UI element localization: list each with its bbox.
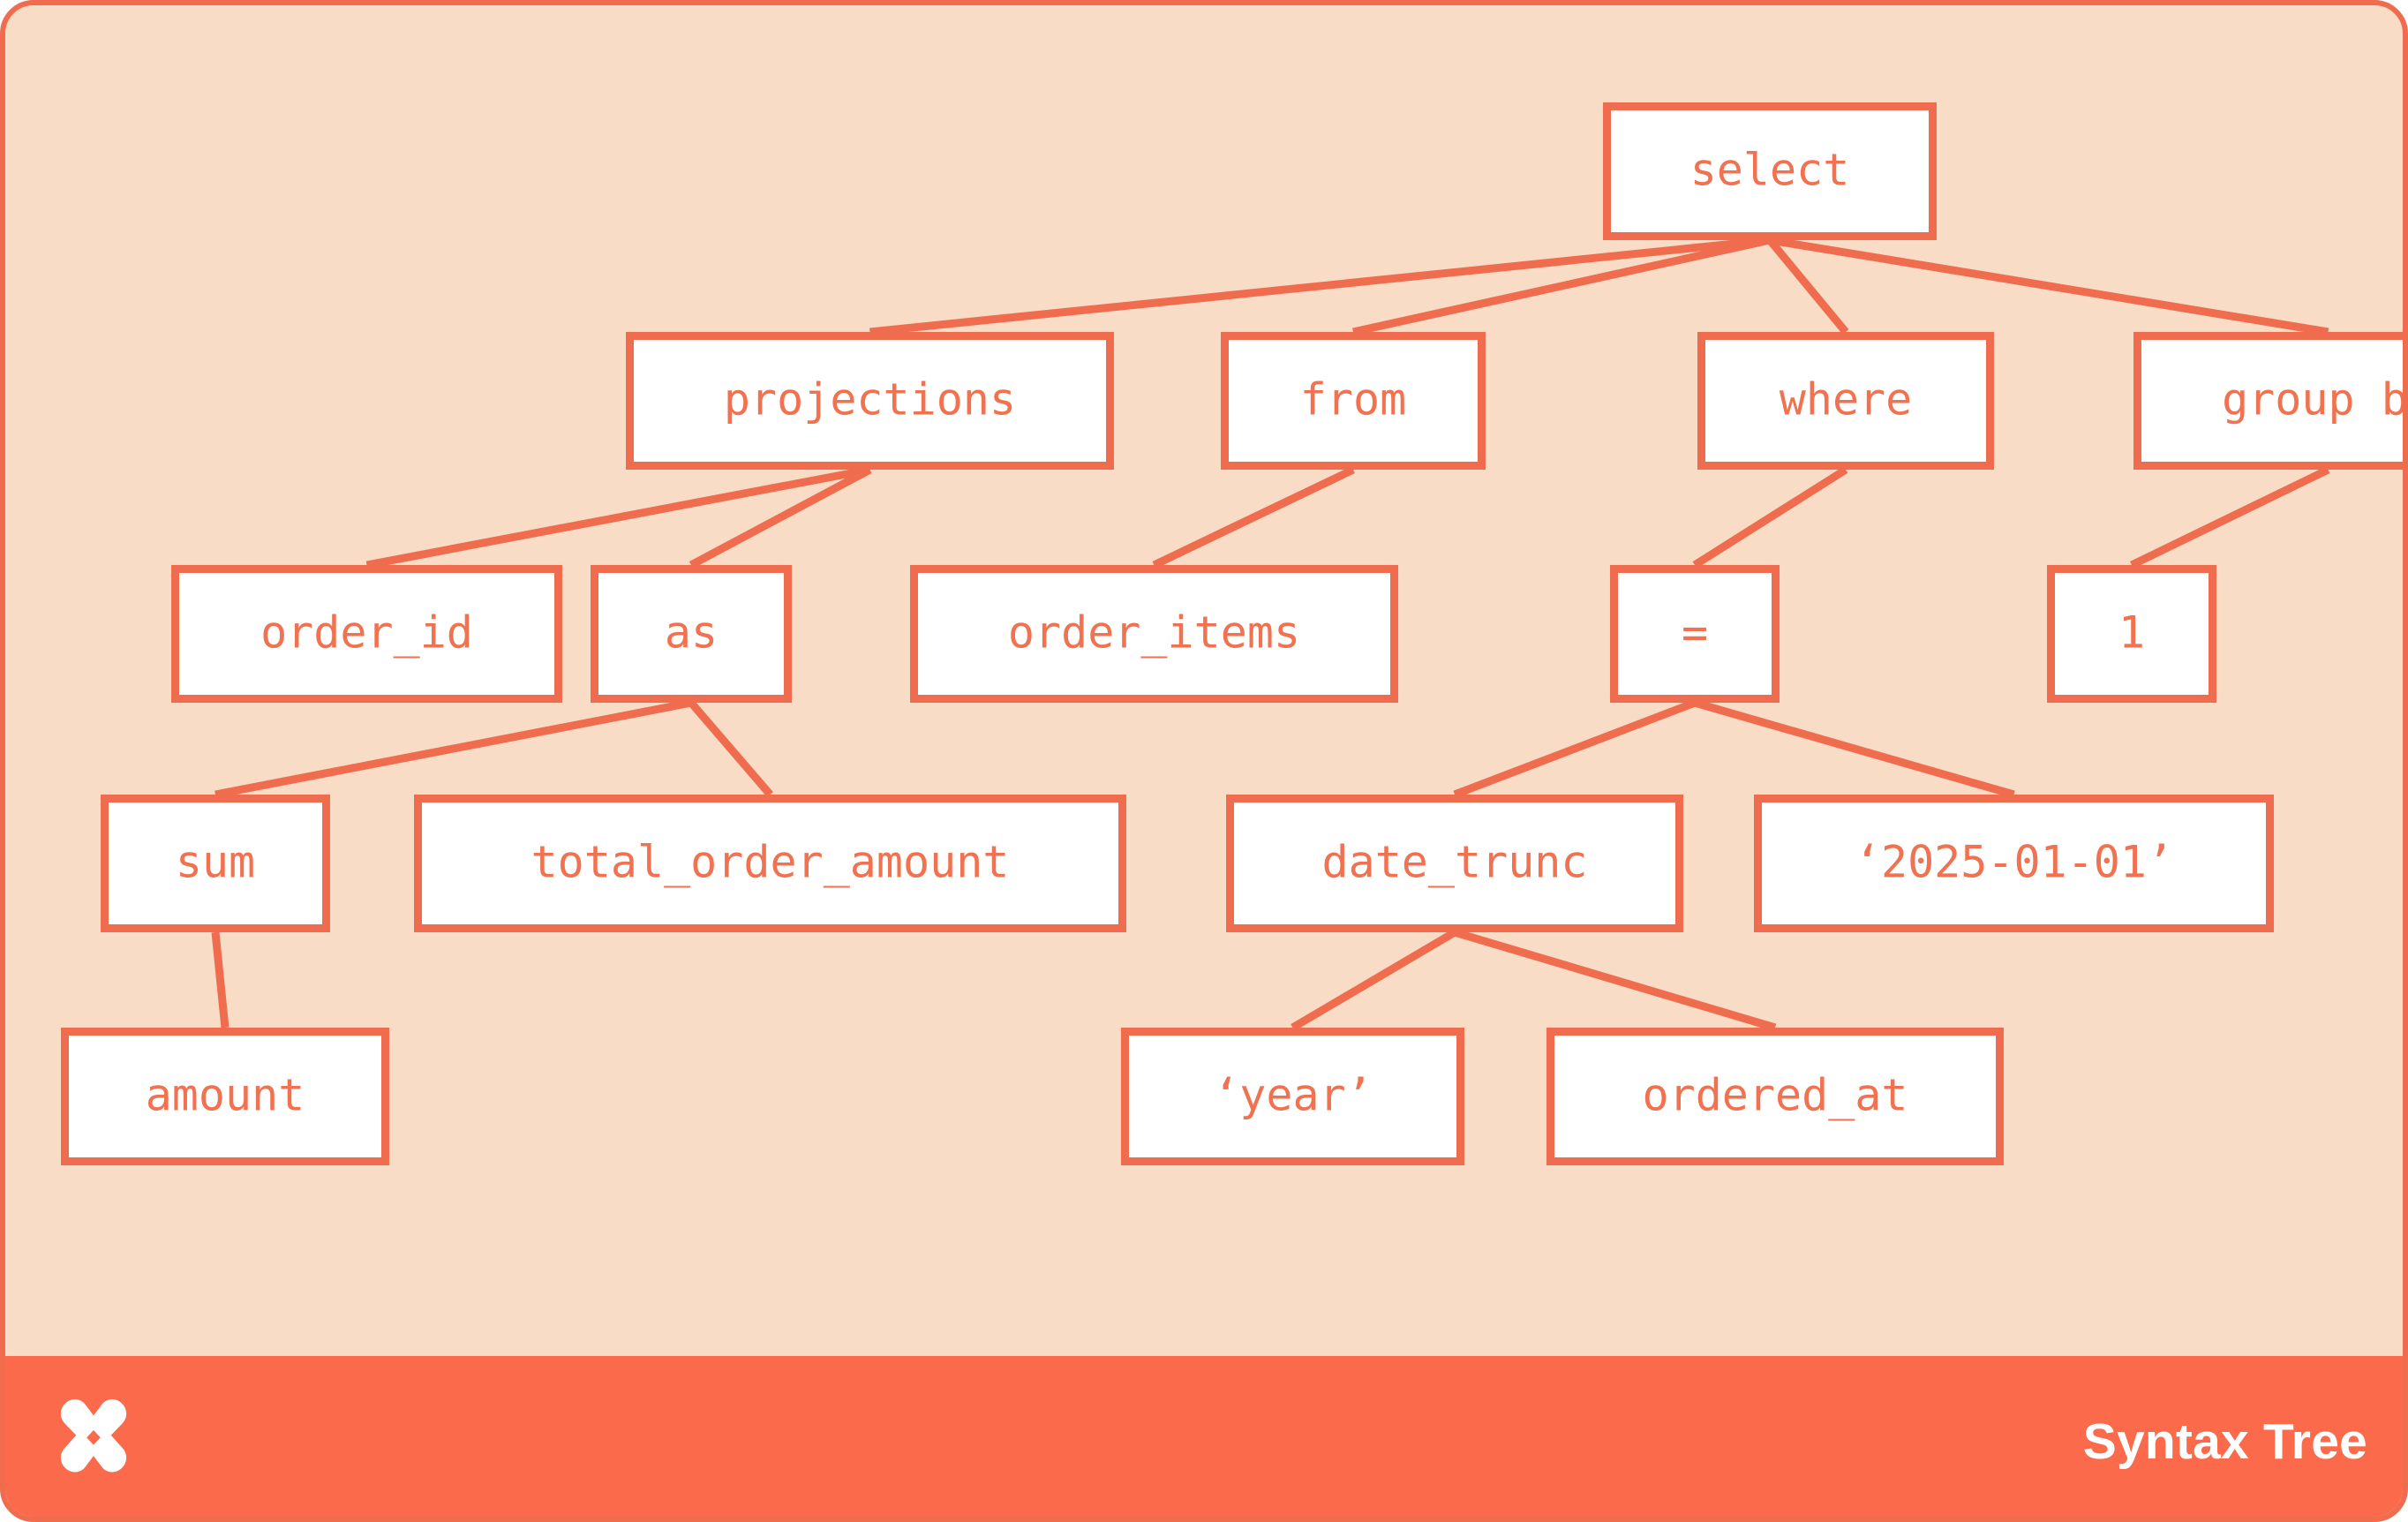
tree-node-box: [626, 332, 1114, 470]
tree-canvas: select projections from where group by order_…: [5, 5, 2408, 1356]
tree-node-label: order_id: [260, 607, 473, 659]
tree-node-order_id[interactable]: order_id: [171, 565, 562, 703]
tree-node-label: date_trunc: [1321, 837, 1587, 888]
nodes-layer: select projections from where group by order_…: [61, 102, 2408, 1165]
tree-node-label: =: [1682, 607, 1708, 659]
tree-node-label: where: [1780, 374, 1913, 426]
tree-node-box: [591, 565, 792, 703]
tree-node-amount[interactable]: amount: [61, 1028, 389, 1165]
tree-node-projections[interactable]: projections: [626, 332, 1114, 470]
tree-node-box: [1546, 1028, 2004, 1165]
tree-node-box: [910, 565, 1398, 703]
tree-svg: select projections from where group by order_…: [61, 102, 2408, 1165]
tree-node-box: [1121, 1028, 1464, 1165]
tree-node-ordered_at[interactable]: ordered_at: [1546, 1028, 2004, 1165]
x-star-logo-icon: [60, 1399, 127, 1473]
tree-edge: [1352, 236, 1771, 336]
tree-node-date_trunc[interactable]: date_trunc: [1226, 795, 1683, 932]
tree-edge: [211, 931, 230, 1028]
tree-node-box: [171, 565, 562, 703]
tree-node-label: 1: [2118, 607, 2145, 659]
tree-node-order_items[interactable]: order_items: [910, 565, 1398, 703]
tree-node-year_literal[interactable]: ‘year’: [1121, 1028, 1464, 1165]
tree-node-box: [1610, 565, 1780, 703]
tree-node-label: total_order_amount: [531, 837, 1010, 888]
tree-node-as[interactable]: as: [591, 565, 792, 703]
tree-node-label: group by: [2222, 374, 2408, 426]
tree-edge: [1453, 698, 1697, 799]
tree-node-label: select: [1690, 145, 1850, 196]
tree-node-box: [101, 795, 330, 932]
tree-node-label: ‘year’: [1213, 1070, 1373, 1121]
tree-node-box: [61, 1028, 389, 1165]
tree-edge: [689, 466, 872, 569]
tree-node-box: [2047, 565, 2216, 703]
tree-node-label: projections: [724, 374, 1016, 426]
tree-node-from[interactable]: from: [1221, 332, 1486, 470]
tree-node-label: ordered_at: [1642, 1070, 1908, 1121]
tree-node-box: [1754, 795, 2274, 932]
tree-node-one[interactable]: 1: [2047, 565, 2216, 703]
tree-node-where[interactable]: where: [1697, 332, 1994, 470]
tree-node-label: amount: [146, 1070, 305, 1121]
tree-node-box: [1221, 332, 1486, 470]
tree-edge: [1152, 465, 1355, 569]
tree-node-sum[interactable]: sum: [101, 795, 330, 932]
tree-edge: [1769, 236, 2329, 336]
tree-node-box: [1226, 795, 1683, 932]
tree-edge: [869, 236, 1771, 336]
tree-node-select[interactable]: select: [1603, 102, 1937, 240]
footer-bar: Syntax Tree: [5, 1356, 2403, 1517]
tree-node-label: ‘2025-01-01’: [1855, 837, 2173, 888]
tree-node-label: as: [665, 607, 718, 659]
tree-edge: [365, 465, 871, 569]
tree-edge: [688, 700, 773, 797]
tree-node-box: [414, 795, 1126, 932]
tree-edge: [1291, 929, 1457, 1031]
tree-node-label: sum: [176, 837, 255, 888]
tree-node-label: from: [1300, 374, 1406, 426]
tree-edge: [1693, 698, 2015, 799]
tree-node-label: order_items: [1008, 607, 1300, 659]
tree-edge: [1453, 928, 1777, 1032]
footer-title: Syntax Tree: [2082, 1413, 2367, 1470]
tree-node-box: [2133, 332, 2403, 470]
tree-node-group_by[interactable]: group by: [2133, 332, 2408, 470]
edges-layer: [211, 236, 2330, 1032]
tree-edge: [2130, 465, 2330, 569]
tree-edge: [1766, 237, 1849, 335]
tree-node-date_literal[interactable]: ‘2025-01-01’: [1754, 795, 2274, 932]
tree-edge: [214, 698, 692, 799]
tree-node-box: [1603, 102, 1937, 240]
tree-node-eq[interactable]: =: [1610, 565, 1780, 703]
tree-node-box: [1697, 332, 1994, 470]
tree-edge: [1692, 466, 1848, 569]
tree-node-total_order_amount[interactable]: total_order_amount: [414, 795, 1126, 932]
